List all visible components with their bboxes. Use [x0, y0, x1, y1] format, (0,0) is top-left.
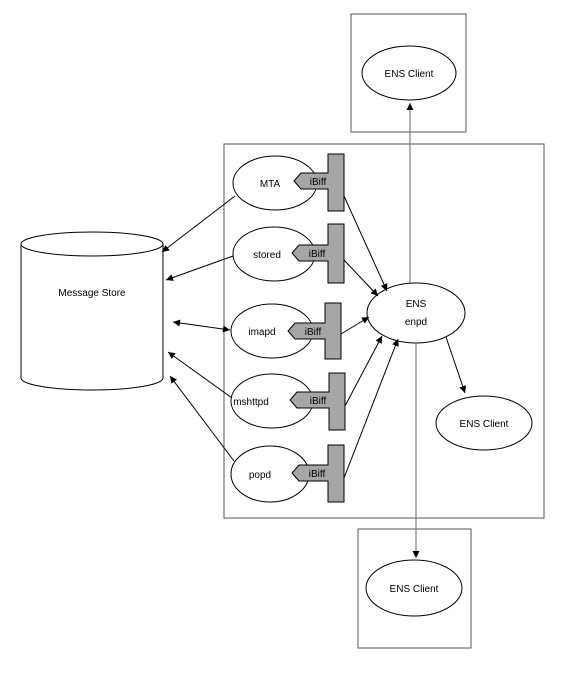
ibiff-popd-label: iBiff: [309, 469, 326, 480]
ens-server-label-line2: enpd: [405, 317, 427, 328]
ibiff-stored-label: iBiff: [309, 249, 326, 260]
ens-client-right-label: ENS Client: [460, 419, 509, 430]
ens-server: ENS enpd: [366, 282, 466, 344]
arrow-ens-to-right-client: [445, 336, 467, 394]
ibiff-imapd-label: iBiff: [305, 327, 322, 338]
arrow-popd-to-store: [169, 375, 235, 462]
process-imapd: imapd iBiff: [230, 302, 342, 360]
process-stored: stored iBiff: [232, 223, 345, 284]
arrow-ibiff-mshttpd-to-ens: [344, 335, 383, 407]
arrow-mshttpd-to-store: [167, 351, 233, 399]
arrow-stored-to-store: [165, 255, 234, 281]
arrow-ibiff-popd-to-ens: [343, 338, 399, 479]
ibiff-plugin-imapd: [287, 302, 342, 360]
process-mta-label: MTA: [260, 179, 281, 190]
ens-client-bottom: ENS Client: [365, 559, 463, 617]
process-stored-label: stored: [253, 250, 281, 261]
process-popd: popd iBiff: [230, 444, 345, 503]
ibiff-plugin-mta: [293, 153, 345, 212]
process-popd-label: popd: [249, 470, 271, 481]
process-mta: MTA iBiff: [232, 153, 345, 212]
message-store: Message Store: [20, 231, 164, 391]
arrow-imapd-store-bidirectional: [172, 319, 231, 333]
ibiff-mta-label: iBiff: [310, 177, 327, 188]
process-imapd-label: imapd: [248, 327, 275, 338]
ens-client-bottom-label: ENS Client: [390, 584, 439, 595]
process-mshttpd: mshttpd iBiff: [230, 372, 346, 431]
ens-server-label-line1: ENS: [406, 299, 427, 310]
process-mshttpd-label: mshttpd: [233, 397, 269, 408]
ibiff-plugin-stored: [291, 223, 345, 284]
arrow-ibiff-stored-to-ens: [343, 259, 379, 297]
ens-client-right: ENS Client: [435, 395, 533, 451]
ens-client-top: ENS Client: [361, 45, 457, 101]
message-store-label: Message Store: [58, 288, 126, 299]
ibiff-mshttpd-label: iBiff: [310, 396, 327, 407]
ibiff-plugin-popd: [291, 444, 345, 503]
arrow-mta-to-store: [161, 195, 236, 253]
arrow-ibiff-imapd-to-ens: [340, 316, 370, 335]
arrow-ibiff-mta-to-ens: [343, 195, 388, 292]
ibiff-plugin-mshttpd: [289, 372, 346, 431]
ens-client-top-label: ENS Client: [385, 69, 434, 80]
